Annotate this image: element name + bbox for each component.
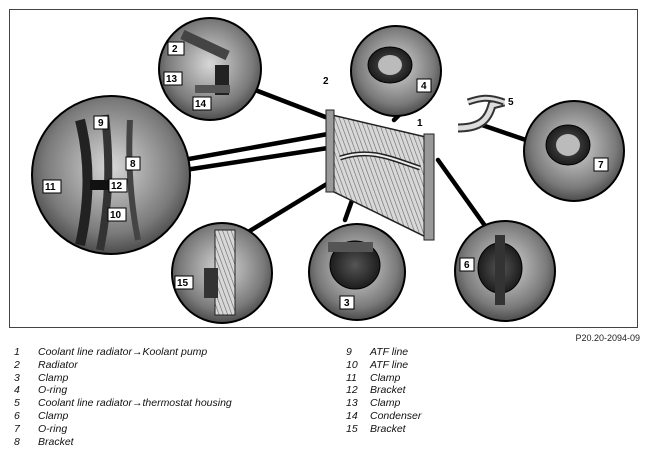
legend-number: 2 — [14, 358, 20, 371]
legend-text: Bracket — [38, 435, 74, 448]
detail-o-ring-7 — [523, 100, 625, 202]
callout-6: 6 — [464, 260, 470, 271]
detail-clamp-6 — [454, 220, 556, 322]
legend-item: 13 Clamp — [346, 397, 421, 410]
callout-9: 9 — [98, 118, 104, 129]
legend-number: 9 — [346, 346, 352, 358]
legend-number: 14 — [346, 409, 358, 422]
detail-atf-lines — [31, 95, 191, 255]
legend-item: 10 ATF line — [346, 359, 421, 372]
callout-1: 1 — [417, 118, 423, 129]
callout-4: 4 — [421, 81, 427, 92]
legend-text: Coolant line radiator→thermostat housing — [38, 397, 232, 410]
legend-text: Bracket — [370, 422, 406, 435]
detail-clamp-3 — [308, 223, 406, 321]
legend-item: 3 Clamp — [14, 372, 232, 385]
legend-text: Coolant line radiator→Koolant pump — [38, 346, 208, 358]
legend-number: 10 — [346, 358, 358, 371]
legend-text: Condenser — [370, 409, 422, 422]
legend-number: 13 — [346, 397, 358, 410]
callout-labels: 2 13 14 2 1 4 5 7 9 8 11 12 10 15 3 6 — [42, 41, 609, 310]
legend-item: 1 Coolant line radiator→Koolant pump — [14, 346, 232, 359]
legend-item: 14 Condenser — [346, 410, 421, 423]
callout-2b: 2 — [323, 76, 329, 87]
callout-3: 3 — [344, 298, 350, 309]
callout-13: 13 — [166, 74, 178, 85]
legend-item: 15 Bracket — [346, 423, 421, 436]
legend-number: 4 — [14, 384, 20, 397]
radiator-exploded-diagram: 2 13 14 2 1 4 5 7 9 8 11 12 10 15 3 6 — [31, 17, 625, 324]
callout-11: 11 — [45, 182, 56, 193]
legend-number: 3 — [14, 371, 20, 384]
legend-left: 1 Coolant line radiator→Koolant pump 2 Rad… — [14, 346, 232, 448]
legend-text: ATF line — [370, 358, 409, 371]
callout-10: 10 — [110, 210, 122, 221]
callout-5: 5 — [508, 97, 514, 108]
legend-item: 4 O-ring — [14, 384, 232, 397]
callout-8: 8 — [130, 159, 136, 170]
legend-item: 11 Clamp — [346, 372, 421, 385]
callout-2a: 2 — [172, 44, 178, 55]
legend-number: 1 — [14, 346, 20, 358]
figure-code: P20.20-2094-09 — [575, 333, 640, 343]
legend-number: 11 — [346, 371, 357, 384]
legend-item: 6 Clamp — [14, 410, 232, 423]
legend-item: 8 Bracket — [14, 436, 232, 449]
coolant-line-thermostat — [457, 94, 506, 133]
legend-item: 2 Radiator — [14, 359, 232, 372]
callout-14: 14 — [195, 99, 207, 110]
legend-number: 15 — [346, 422, 358, 435]
legend-number: 5 — [14, 397, 20, 410]
detail-bracket-15 — [171, 222, 273, 324]
legend-item: 7 O-ring — [14, 423, 232, 436]
legend-number: 8 — [14, 435, 20, 448]
legend-text: O-ring — [38, 422, 68, 435]
legend-text: Radiator — [38, 358, 78, 371]
legend-text: Clamp — [38, 371, 69, 384]
legend-text: Clamp — [370, 371, 401, 384]
diagram-frame: 2 13 14 2 1 4 5 7 9 8 11 12 10 15 3 6 — [9, 9, 638, 328]
legend-number: 12 — [346, 384, 358, 397]
legend-text: O-ring — [38, 384, 68, 397]
radiator — [325, 109, 435, 241]
callout-15: 15 — [177, 278, 189, 289]
legend-text: Bracket — [370, 384, 406, 397]
legend-text: Clamp — [38, 409, 69, 422]
legend-number: 6 — [14, 409, 20, 422]
legend-text: ATF line — [370, 346, 409, 358]
detail-o-ring-4 — [350, 25, 442, 117]
legend-text: Clamp — [370, 397, 401, 410]
legend-item: 12 Bracket — [346, 384, 421, 397]
callout-7: 7 — [598, 160, 604, 171]
legend-item: 5 Coolant line radiator→thermostat housin… — [14, 397, 232, 410]
callout-12: 12 — [111, 181, 123, 192]
legend-item: 9 ATF line — [346, 346, 421, 359]
legend-number: 7 — [14, 422, 20, 435]
